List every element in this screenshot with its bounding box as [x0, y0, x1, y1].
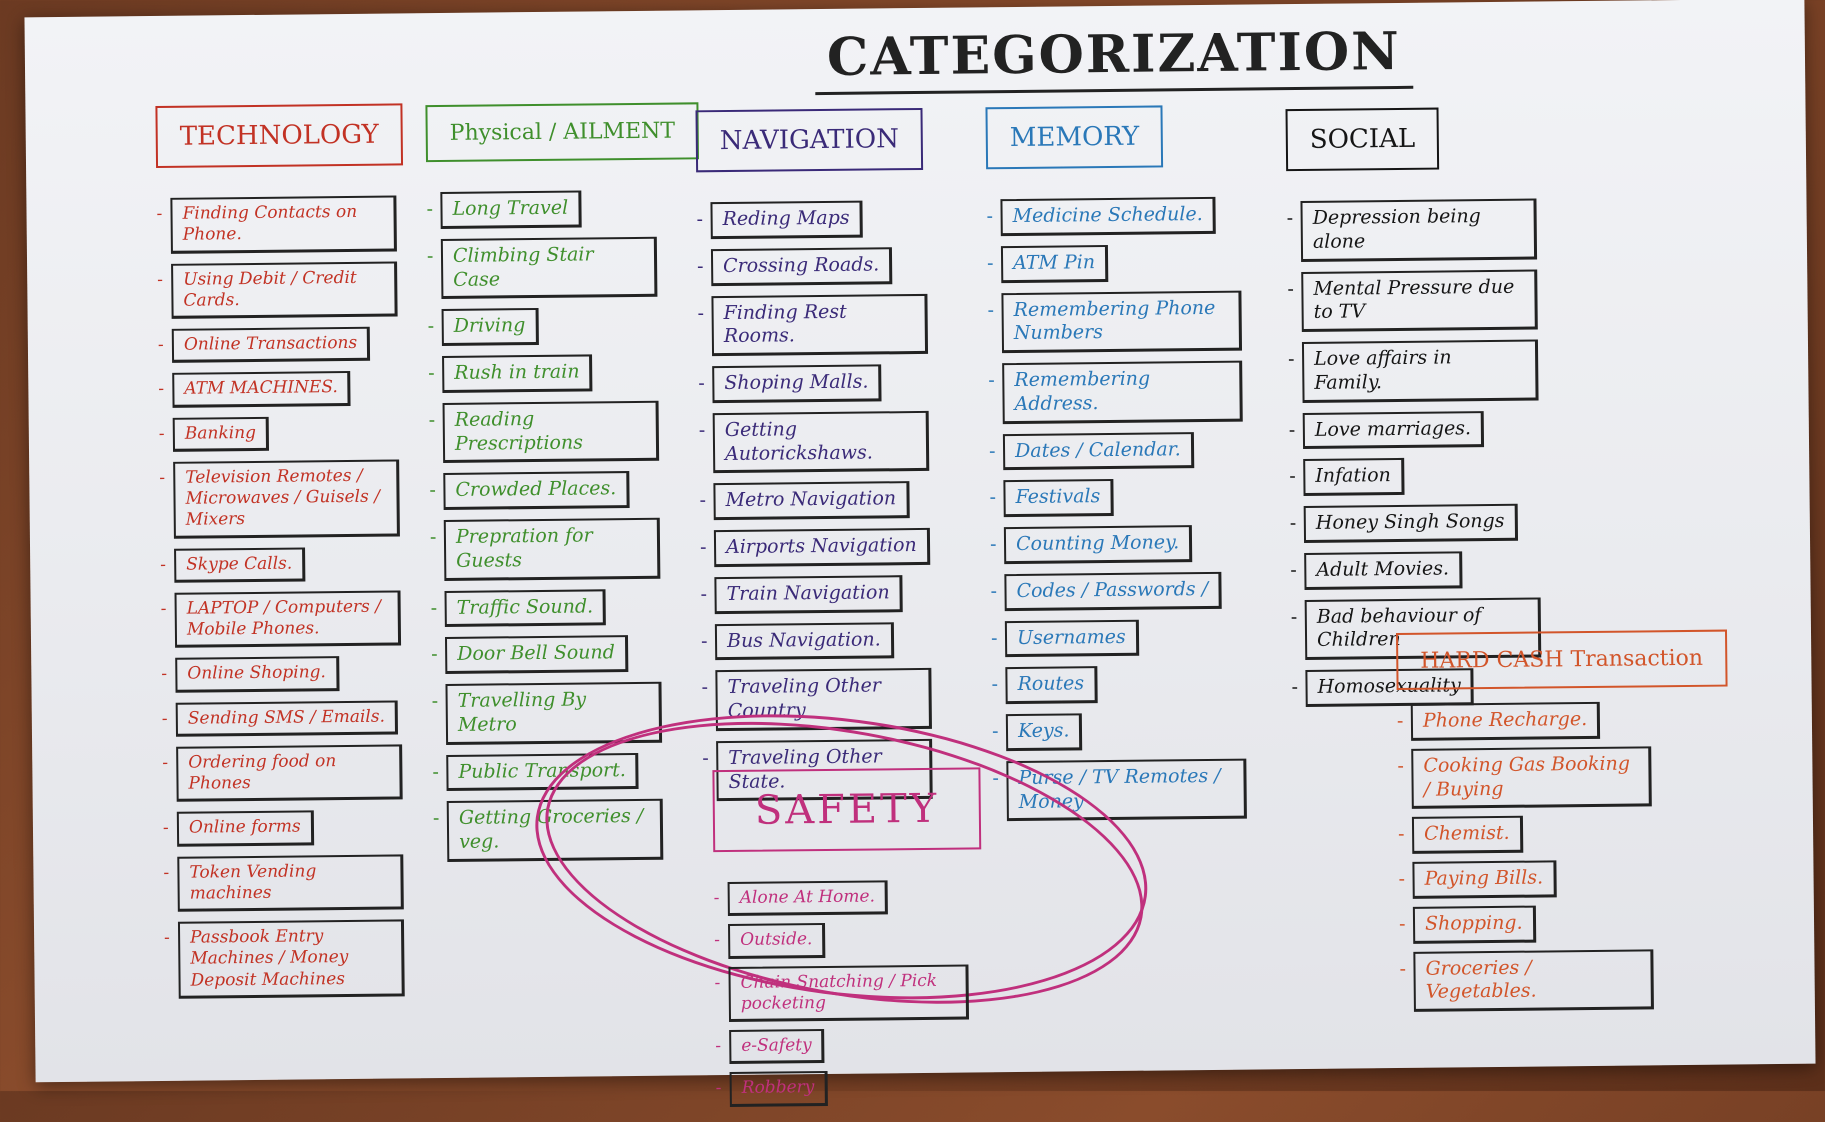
hard-cash-column: HARD CASH Transaction Phone Recharge. Coo…: [1395, 629, 1740, 1020]
technology-item: Television Remotes / Microwaves / Guisel…: [173, 459, 400, 539]
technology-item: Finding Contacts on Phone.: [170, 195, 397, 254]
technology-item: Online Transactions: [171, 326, 371, 364]
technology-item: LAPTOP / Computers / Mobile Phones.: [174, 590, 402, 649]
memory-list: Medicine Schedule. ATM PinRemembering Pho…: [986, 196, 1263, 822]
safety-item: Alone At Home.: [727, 880, 889, 917]
social-list: Depression being aloneMental Pressure du…: [1286, 198, 1542, 707]
technology-item: Online Shoping.: [175, 656, 340, 693]
technology-item: Sending SMS / Emails.: [175, 699, 399, 737]
physical-item: Climbing Stair Case: [440, 236, 658, 300]
navigation-item: Finding Rest Rooms.: [711, 293, 929, 357]
physical-item: Long Travel: [440, 190, 582, 229]
physical-item: Reading Prescriptions: [442, 400, 660, 464]
social-item: Love affairs in Family.: [1301, 339, 1539, 403]
hard-cash-item: Paying Bills.: [1412, 860, 1557, 899]
navigation-list: Reding MapsCrossing Roads. Finding Rest R…: [696, 200, 933, 802]
memory-item: Dates / Calendar.: [1002, 431, 1194, 471]
technology-item: Token Vending machines: [177, 853, 404, 912]
memory-item: Medicine Schedule.: [1000, 196, 1216, 236]
memory-item: ATM Pin: [1000, 244, 1109, 283]
social-heading: SOCIAL: [1285, 107, 1440, 172]
chart-paper: CATEGORIZATION TECHNOLOGY Finding Contac…: [24, 0, 1816, 1107]
social-item: Love marriages.: [1302, 410, 1485, 450]
hard-cash-heading: HARD CASH Transaction: [1395, 629, 1728, 691]
memory-column: MEMORY Medicine Schedule. ATM PinRemember…: [985, 104, 1263, 831]
hard-cash-item: Shopping.: [1412, 905, 1536, 944]
navigation-item: Airports Navigation: [713, 527, 930, 567]
social-item: Infation: [1303, 458, 1405, 496]
technology-item: Ordering food on Phones: [176, 744, 403, 803]
physical-item: Traffic Sound.: [444, 588, 607, 628]
technology-item: Using Debit / Credit Cards.: [171, 260, 398, 319]
navigation-item: Crossing Roads.: [710, 247, 893, 286]
safety-item: e-Safety: [729, 1029, 825, 1065]
technology-item: Banking: [172, 416, 270, 452]
memory-item: Keys.: [1005, 713, 1083, 751]
safety-list: Alone At Home. Outside. Chain Snatching / …: [714, 878, 1116, 1107]
memory-item: Routes: [1005, 666, 1098, 705]
technology-list: Finding Contacts on Phone. Using Debit / …: [156, 195, 405, 999]
technology-item: ATM MACHINES.: [172, 371, 352, 408]
hard-cash-item: Phone Recharge.: [1410, 701, 1601, 741]
technology-item: Passbook Entry Machines / Money Deposit …: [177, 919, 405, 999]
social-item: Mental Pressure due to TV: [1301, 269, 1538, 332]
physical-item: Crowded Places.: [443, 471, 630, 510]
technology-column: TECHNOLOGY Finding Contacts on Phone. Usi…: [155, 103, 405, 1008]
navigation-item: Shoping Malls.: [712, 364, 882, 403]
physical-item: Rush in train: [442, 354, 593, 393]
navigation-heading: NAVIGATION: [695, 107, 924, 173]
navigation-item: Metro Navigation: [713, 481, 910, 521]
memory-item: Codes / Passwords /: [1004, 571, 1222, 611]
navigation-item: Getting Autorickshaws.: [712, 410, 930, 474]
memory-item: Remembering Phone Numbers: [1001, 290, 1243, 354]
hard-cash-list: Phone Recharge. Cooking Gas Booking / Buy…: [1397, 700, 1740, 1012]
safety-heading: SAFETY: [712, 767, 982, 853]
memory-item: Usernames: [1004, 619, 1139, 658]
page-title: CATEGORIZATION: [814, 20, 1414, 96]
navigation-column: NAVIGATION Reding MapsCrossing Roads. Fin…: [695, 107, 933, 812]
safety-item: Chain Snatching / Pick pocketing: [728, 964, 970, 1023]
hard-cash-item: Chemist.: [1411, 815, 1523, 854]
social-column: SOCIAL Depression being aloneMental Pres…: [1285, 107, 1542, 717]
safety-column: SAFETY Alone At Home. Outside. Chain Snatc…: [712, 766, 1116, 1115]
safety-item: Robbery: [729, 1071, 828, 1107]
physical-item: Prepration for Guests: [443, 517, 661, 581]
safety-item: Outside.: [728, 923, 826, 959]
memory-item: Festivals: [1003, 479, 1114, 518]
technology-item: Online forms: [176, 810, 314, 847]
technology-heading: TECHNOLOGY: [155, 103, 404, 168]
technology-item: Skype Calls.: [174, 546, 306, 583]
social-item: Honey Singh Songs: [1303, 503, 1518, 543]
memory-heading: MEMORY: [985, 105, 1164, 170]
navigation-item: Bus Navigation.: [714, 621, 894, 661]
hard-cash-item: Groceries / Vegetables.: [1413, 948, 1654, 1012]
physical-item: Door Bell Sound: [444, 635, 629, 674]
physical-heading: Physical / AILMENT: [425, 102, 700, 163]
social-item: Depression being alone: [1300, 198, 1538, 262]
navigation-item: Train Navigation: [714, 574, 903, 614]
navigation-item: Reding Maps: [710, 200, 863, 239]
memory-item: Counting Money.: [1003, 525, 1193, 564]
memory-item: Remembering Address.: [1002, 360, 1243, 424]
physical-item: Driving: [441, 308, 539, 346]
social-item: Adult Movies.: [1304, 551, 1463, 590]
hard-cash-item: Cooking Gas Booking / Buying: [1411, 746, 1652, 810]
